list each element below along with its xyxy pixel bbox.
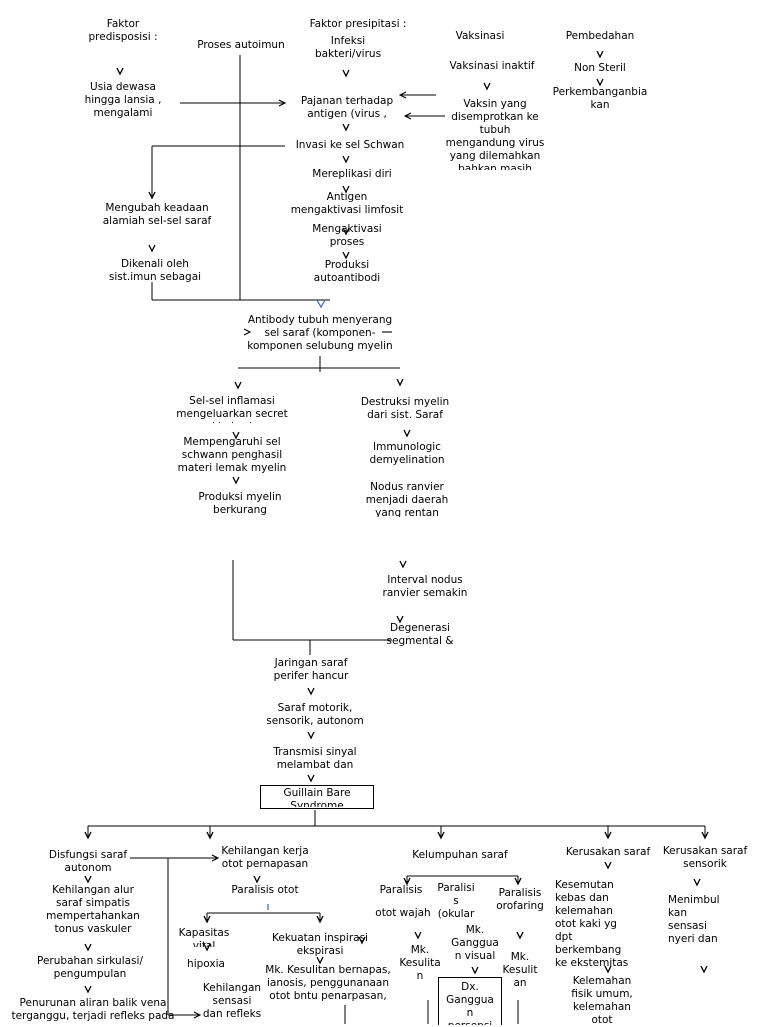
- pajanan-antigen-node: Pajanan terhadap antigen (virus ,: [300, 95, 394, 120]
- kerusakan-saraf-node: Kerusakan saraf: [565, 846, 651, 858]
- mk-kesulitan-2-node: Mk. Kesulit an: [502, 951, 538, 989]
- mk-gangguan-visual-node: Mk. Ganggua n visual: [451, 924, 499, 962]
- mengubah-node: Mengubah keadaan alamiah sel-sel saraf: [102, 202, 212, 227]
- antigen-node: Antigen mengaktivasi limfosit: [290, 191, 404, 216]
- produksi-autoantibodi-node: Produksi autoantibodi: [313, 259, 381, 284]
- hipoxia-node: hipoxia: [187, 958, 225, 970]
- mereplikasi-node: Mereplikasi diri: [312, 168, 392, 180]
- kehilangan-alur-node: Kehilangan alur saraf simpatis mempertah…: [46, 884, 140, 935]
- kehilangan-kerja-node: Kehilangan kerja otot pernapasan: [221, 845, 309, 870]
- kelemahan-fisik-node: Kelemahan fisik umum, kelemahan otot: [571, 975, 633, 1026]
- antibody-node: Antibody tubuh menyerang sel saraf (komp…: [247, 314, 393, 352]
- kelumpuhan-node: Kelumpuhan saraf: [412, 849, 508, 861]
- kapasitas-node: Kapasitas vital: [178, 927, 230, 947]
- dikenali-node: Dikenali oleh sist.imun sebagai: [108, 258, 202, 283]
- kesemutan-node: Kesemutan kebas dan kelemahan otot kaki …: [555, 879, 629, 967]
- paralisis-orofaring-node: Paralisis orofaring: [496, 887, 544, 912]
- proses-autoimun-label: Proses autoimun: [197, 39, 285, 51]
- gbs-label: Guillain Bare Syndrome: [283, 787, 351, 807]
- mk-kesulitan-1-node: Mk. Kesulita n: [399, 944, 441, 982]
- kerusakan-sensorik-node: Kerusakan saraf sensorik: [662, 845, 748, 870]
- nodus-ranvier-node: Nodus ranvier menjadi daerah yang rentan: [365, 481, 449, 517]
- non-steril-node: Non Steril: [574, 62, 626, 74]
- otot-wajah-node: otot wajah: [375, 907, 431, 919]
- sel-inflamasi-node: Sel-sel inflamasi mengeluarkan secret ki…: [176, 395, 288, 423]
- kekuatan-node: Kekuatan inspirasi ekspirasi: [272, 932, 368, 957]
- faktor-predisposisi-label: Faktor predisposisi :: [88, 18, 158, 43]
- immunologic-node: Immunologic demyelination: [369, 441, 445, 466]
- mempengaruhi-node: Mempengaruhi sel schwann penghasil mater…: [177, 436, 287, 474]
- interval-nodus-node: Interval nodus ranvier semakin: [382, 574, 468, 599]
- perubahan-sirkulasi-node: Perubahan sirkulasi/ pengumpulan: [37, 955, 143, 980]
- usia-node: Usia dewasa hingga lansia , mengalami: [84, 81, 162, 119]
- mengaktivasi-node: Mengaktivasi proses: [312, 223, 382, 248]
- produksi-myelin-node: Produksi myelin berkurang: [198, 491, 282, 516]
- vaksin-yang-node: Vaksin yang disemprotkan ke tubuh mengan…: [445, 98, 545, 170]
- faktor-presipitasi-label: Faktor presipitasi :: [309, 18, 407, 30]
- perkembangbiakan-node: Perkembanganbia kan: [552, 86, 648, 111]
- transmisi-node: Transmisi sinyal melambat dan: [273, 746, 357, 771]
- vaksinasi-node: Vaksinasi: [455, 30, 505, 42]
- destruksi-node: Destruksi myelin dari sist. Saraf: [360, 396, 450, 421]
- degenerasi-node: Degenerasi segmental &: [386, 622, 454, 647]
- dx-gangguan-label: Dx. Ganggua n persepsi: [446, 981, 494, 1025]
- paralisis-okular-node: Paralisi s (okular: [437, 882, 475, 920]
- disfungsi-node: Disfungsi saraf autonom: [48, 849, 128, 874]
- menimbulkan-node: Menimbul kan sensasi nyeri dan: [668, 894, 720, 945]
- paralisis-otot-node: Paralisis otot: [231, 884, 299, 896]
- mk-kesulitan-bernapas-node: Mk. Kesulitan bernapas, ianosis, penggun…: [265, 964, 391, 1002]
- jaringan-node: Jaringan saraf perifer hancur: [273, 657, 349, 682]
- kehilangan-sensasi-node: Kehilangan sensasi dan refleks: [202, 982, 262, 1020]
- vaksinasi-inaktif-node: Vaksinasi inaktif: [449, 60, 535, 72]
- dx-gangguan-box: Dx. Ganggua n persepsi: [438, 977, 502, 1025]
- infeksi-node: Infeksi bakteri/virus: [314, 35, 382, 59]
- paralisis-1-node: Paralisis: [379, 884, 423, 896]
- gbs-box: Guillain Bare Syndrome: [260, 785, 374, 809]
- pembedahan-node: Pembedahan: [565, 30, 635, 42]
- saraf-motorik-node: Saraf motorik, sensorik, autonom: [266, 702, 364, 727]
- invasi-node: Invasi ke sel Schwan: [295, 139, 405, 151]
- penurunan-node: Penurunan aliran balik vena terganggu, t…: [11, 997, 175, 1022]
